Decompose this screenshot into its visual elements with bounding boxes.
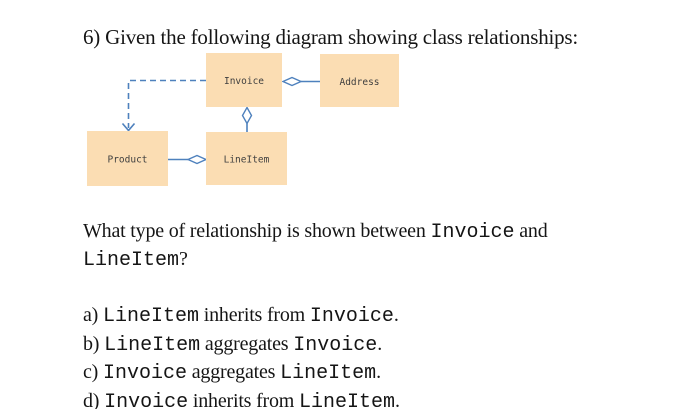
invoice-address-aggregation [281, 76, 320, 87]
option-prefix: a) [83, 304, 103, 326]
address-class-label: Address [339, 77, 379, 88]
question-segment: ? [179, 248, 188, 270]
option-d: d) Invoice inherits from LineItem. [83, 388, 400, 409]
option-suffix: . [394, 389, 400, 409]
option-code: Invoice [102, 362, 187, 386]
option-code: LineItem [298, 390, 395, 409]
option-prefix: b) [83, 332, 105, 355]
question-title: 6) Given the following diagram showing c… [83, 25, 579, 49]
lineitem-class-box [206, 132, 287, 185]
option-code: Invoice [293, 333, 378, 357]
aggregation-diamond-icon [281, 76, 303, 87]
option-text: inherits from [188, 389, 299, 409]
option-prefix: c) [83, 361, 103, 384]
option-suffix: . [376, 361, 381, 384]
address-class-box [320, 54, 399, 107]
option-suffix: . [377, 332, 383, 355]
invoice-product-dependency [121, 79, 206, 132]
question-line-2: LineItem? [83, 246, 548, 274]
product-class-label: Product [107, 155, 147, 166]
invoice-class-label: Invoice [224, 76, 264, 87]
option-text: aggregates [186, 361, 281, 384]
option-a: a) LineItem inherits from Invoice. [83, 302, 400, 331]
option-code: LineItem [280, 362, 377, 386]
question-segment: What type of relationship is shown betwe… [83, 220, 431, 242]
question-code-segment: Invoice [430, 221, 515, 244]
invoice-class-box [206, 53, 282, 107]
invoice-lineitem-aggregation [241, 106, 253, 132]
lineitem-class-label: LineItem [224, 155, 270, 166]
option-code: Invoice [309, 305, 394, 328]
class-diagram: Invoice Address Product LineItem [87, 53, 399, 186]
question-code-segment: LineItem [83, 249, 180, 272]
aggregation-diamond-icon [241, 106, 253, 125]
answer-options: a) LineItem inherits from Invoice. b) Li… [83, 302, 400, 409]
option-text: inherits from [198, 304, 310, 326]
option-code: LineItem [102, 305, 199, 328]
option-text: aggregates [200, 332, 294, 355]
option-code: Invoice [104, 390, 189, 409]
option-prefix: d) [83, 389, 105, 409]
dependency-arrowhead-icon [121, 122, 136, 132]
aggregation-diamond-icon [186, 154, 208, 165]
product-class-box [87, 131, 168, 186]
option-b: b) LineItem aggregates Invoice. [83, 331, 400, 360]
product-lineitem-aggregation [168, 154, 208, 165]
question-segment: and [514, 220, 548, 242]
option-c: c) Invoice aggregates LineItem. [83, 359, 400, 388]
option-suffix: . [393, 304, 399, 326]
dependency-line [127, 79, 206, 128]
question-line-1: What type of relationship is shown betwe… [83, 218, 548, 246]
option-code: LineItem [104, 333, 201, 357]
question-text: What type of relationship is shown betwe… [83, 218, 548, 274]
